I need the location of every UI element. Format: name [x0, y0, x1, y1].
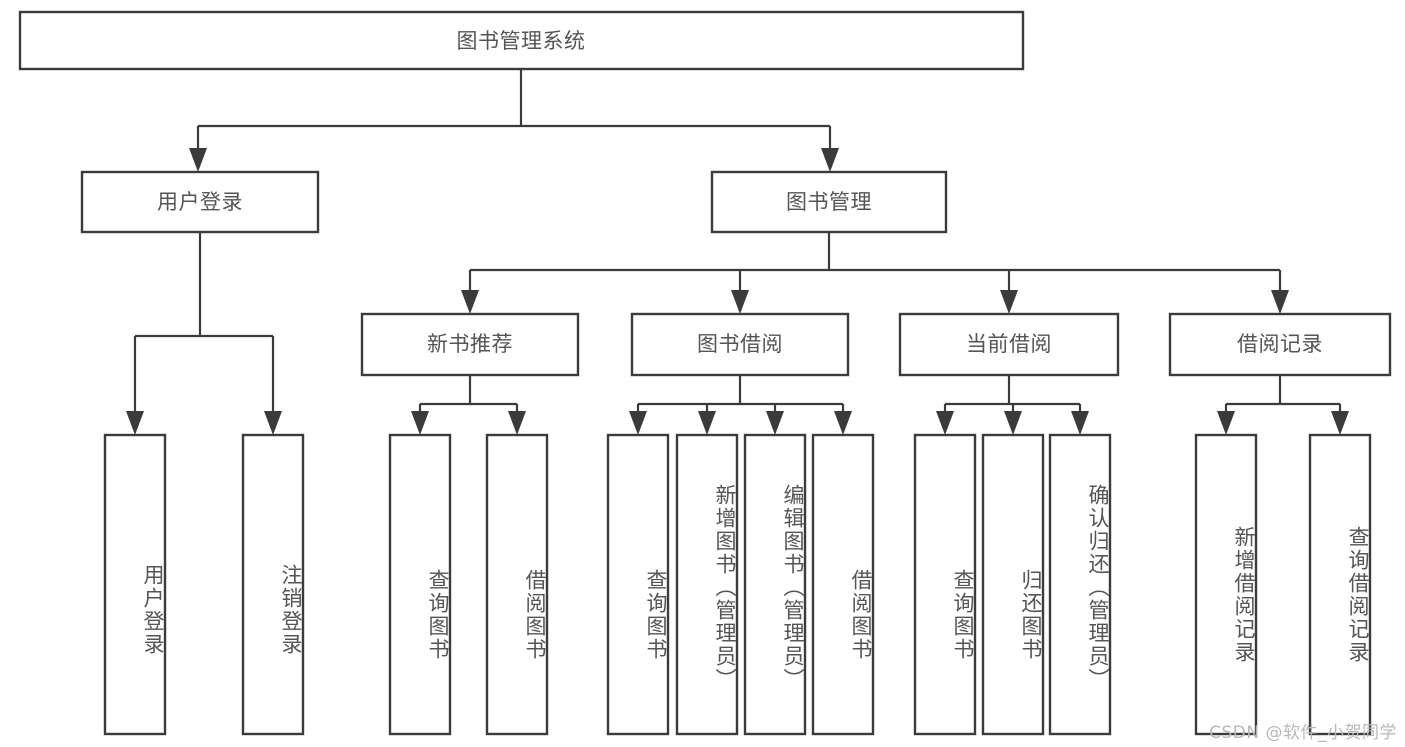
arrowhead-leaf-borrow-book-1 — [508, 411, 526, 435]
node-leaf-box[interactable] — [981, 433, 1045, 736]
current-borrow-label: 当前借阅 — [966, 332, 1052, 356]
node-leaf-box[interactable] — [1308, 433, 1372, 736]
node-current-borrow-box[interactable] — [898, 312, 1120, 377]
arrowhead-leaf-query-book-2 — [629, 411, 647, 435]
arrowhead-leaf-borrow-book-2 — [834, 411, 852, 435]
arrowhead-leaf-query-record — [1331, 411, 1349, 435]
arrowhead-borrow — [731, 290, 749, 314]
arrowhead-leaf-query-book-1 — [411, 411, 429, 435]
arrowhead-user-login — [189, 148, 207, 172]
node-borrow-record-box[interactable] — [1168, 312, 1392, 377]
book-borrow-label: 图书借阅 — [697, 332, 783, 356]
arrowhead-recommend — [461, 290, 479, 314]
node-leaf-box[interactable] — [241, 433, 305, 736]
arrowhead-leaf-add-book — [698, 411, 716, 435]
node-leaf-box[interactable] — [811, 433, 875, 736]
node-box-group — [18, 10, 1392, 736]
node-title-box[interactable] — [18, 10, 1025, 71]
arrowhead-leaf-user-login — [126, 411, 144, 435]
node-leaf-box[interactable] — [485, 433, 549, 736]
new-book-recommend-label: 新书推荐 — [427, 332, 513, 356]
node-book-management-box[interactable] — [710, 170, 948, 234]
book-management-label: 图书管理 — [786, 190, 872, 214]
node-leaf-box[interactable] — [1048, 433, 1112, 736]
node-leaf-box[interactable] — [606, 433, 670, 736]
arrowhead-current — [1000, 290, 1018, 314]
node-leaf-box[interactable] — [675, 433, 739, 736]
title-label: 图书管理系统 — [457, 29, 586, 53]
arrowhead-leaf-confirm-return — [1071, 411, 1089, 435]
arrowhead-leaf-edit-book — [766, 411, 784, 435]
node-leaf-box[interactable] — [743, 433, 807, 736]
csdn-watermark: CSDN @软件_小贺同学 — [1209, 723, 1397, 743]
borrow-record-label: 借阅记录 — [1237, 332, 1323, 356]
arrowhead-leaf-add-record — [1217, 411, 1235, 435]
node-label-group: 图书管理系统 用户登录 图书管理 新书推荐 图书借阅 当前借阅 借阅记录 — [157, 29, 1323, 356]
node-leaf-box[interactable] — [1194, 433, 1258, 736]
arrowhead-leaf-logout — [264, 411, 282, 435]
node-leaf-box[interactable] — [913, 433, 977, 736]
node-leaf-box[interactable] — [388, 433, 452, 736]
node-book-borrow-box[interactable] — [630, 312, 850, 377]
arrowhead-group — [126, 148, 1349, 435]
arrowhead-record — [1271, 290, 1289, 314]
arrowhead-book-mgmt — [821, 148, 839, 172]
arrowhead-leaf-return-book — [1004, 411, 1022, 435]
node-leaf-box[interactable] — [103, 433, 167, 736]
arrowhead-leaf-query-book-3 — [936, 411, 954, 435]
node-new-book-recommend-box[interactable] — [360, 312, 580, 377]
node-user-login-box[interactable] — [80, 170, 320, 234]
user-login-label: 用户登录 — [157, 190, 243, 214]
